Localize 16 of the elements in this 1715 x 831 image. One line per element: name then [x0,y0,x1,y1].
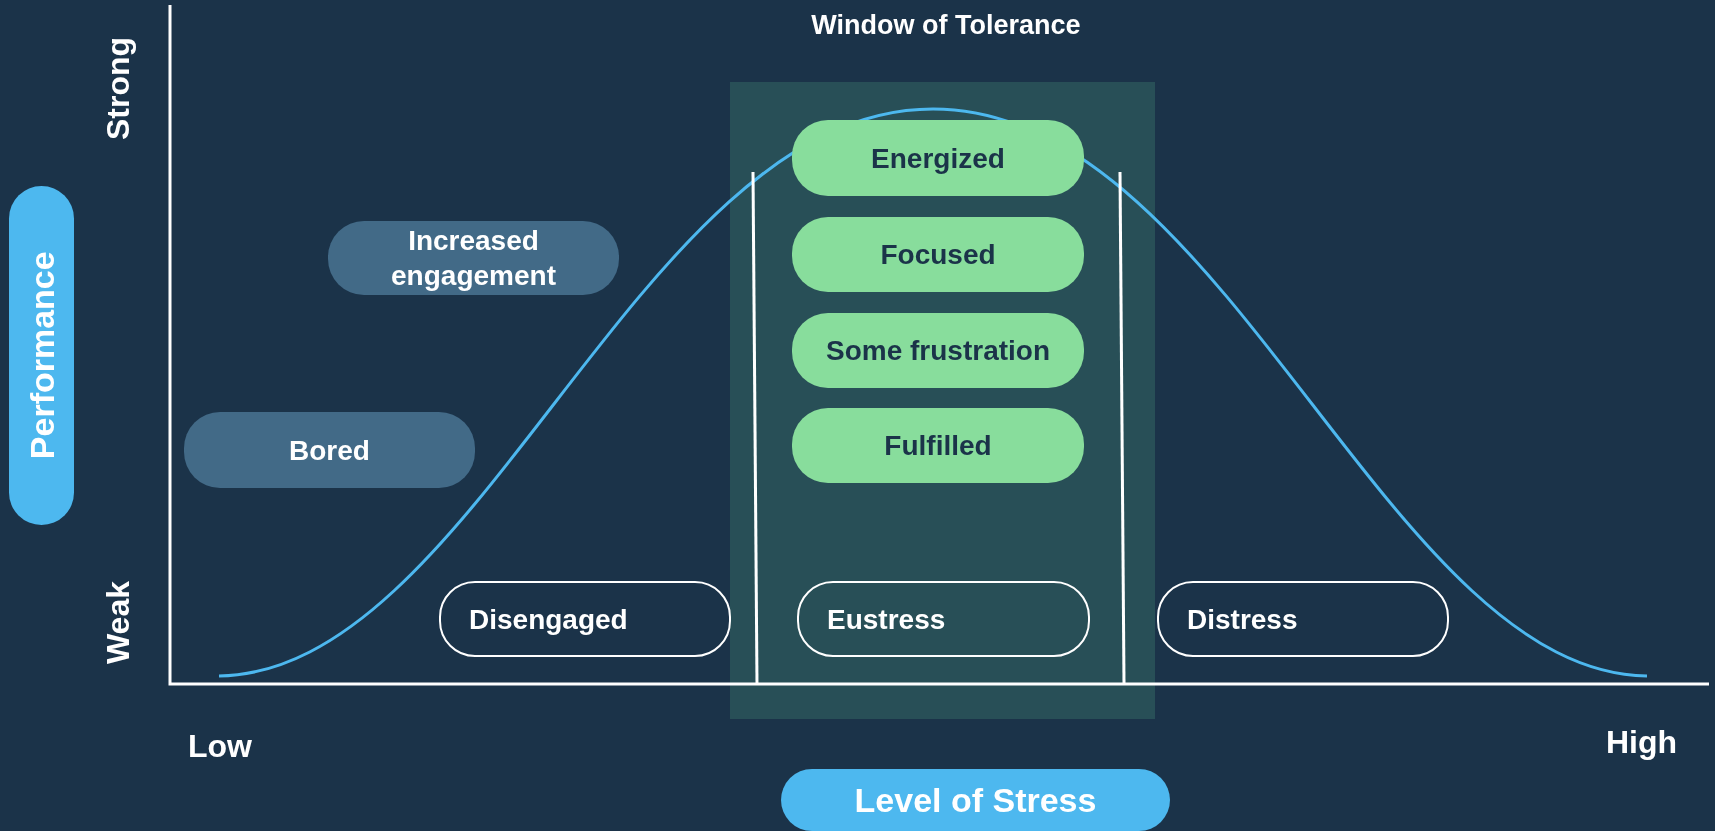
diagram-title: Window of Tolerance [810,10,1082,41]
state-pill: Focused [792,217,1084,292]
state-pill: Distress [1157,581,1449,657]
axis-title-pill: Level of Stress [781,769,1170,831]
axis-label: Strong [100,36,137,140]
axis-title-pill: Performance [9,186,74,525]
axis-label: High [1606,724,1678,761]
state-pill: Eustress [797,581,1090,657]
axis-label: Weak [100,581,137,664]
state-pill: Bored [184,412,475,488]
state-pill: Some frustration [792,313,1084,388]
state-pill: Fulfilled [792,408,1084,483]
axis-label: Low [188,728,252,765]
state-pill: Disengaged [439,581,731,657]
state-pill: Energized [792,120,1084,196]
state-pill: Increased engagement [328,221,619,295]
